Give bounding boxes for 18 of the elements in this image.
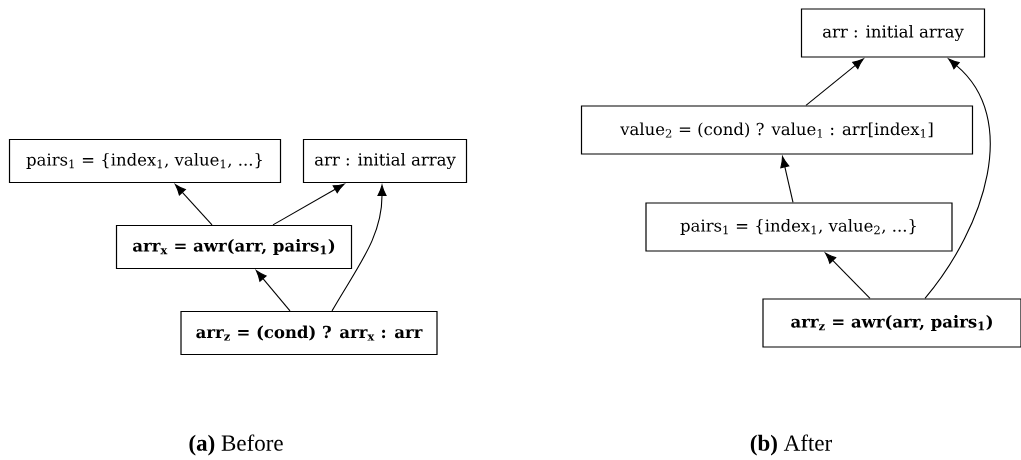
process-box: arr$_{x}$ = awr(arr, pairs$_{1}$) (115, 224, 353, 270)
process-box: value$_{2}$ = (cond) ? value$_{1}$ : arr[index$_{1}$] (580, 105, 974, 155)
subfigure-caption: (a) Before (189, 434, 283, 456)
process-box: arr : initial array (800, 8, 986, 58)
arrow (924, 58, 991, 299)
subfigure-caption: (b) After (750, 434, 832, 456)
arrow (174, 184, 213, 226)
process-box: pairs$_{1}$ = {index$_{1}$, value$_{2}$, ...} (645, 202, 953, 252)
arrow (805, 58, 864, 106)
arrow (825, 252, 871, 299)
process-box: pairs$_{1}$ = {index$_{1}$, value$_{1}$, ...} (8, 138, 282, 184)
process-box: arr : initial array (302, 138, 468, 184)
arrow (331, 184, 387, 312)
arrow (272, 183, 345, 226)
arrow (780, 156, 794, 203)
process-box: arr$_{z}$ = awr(arr, pairs$_{1}$) (762, 298, 1021, 348)
process-box: arr$_{z}$ = (cond) ? arr$_{x}$ : arr (180, 310, 438, 356)
arrow (255, 270, 291, 312)
